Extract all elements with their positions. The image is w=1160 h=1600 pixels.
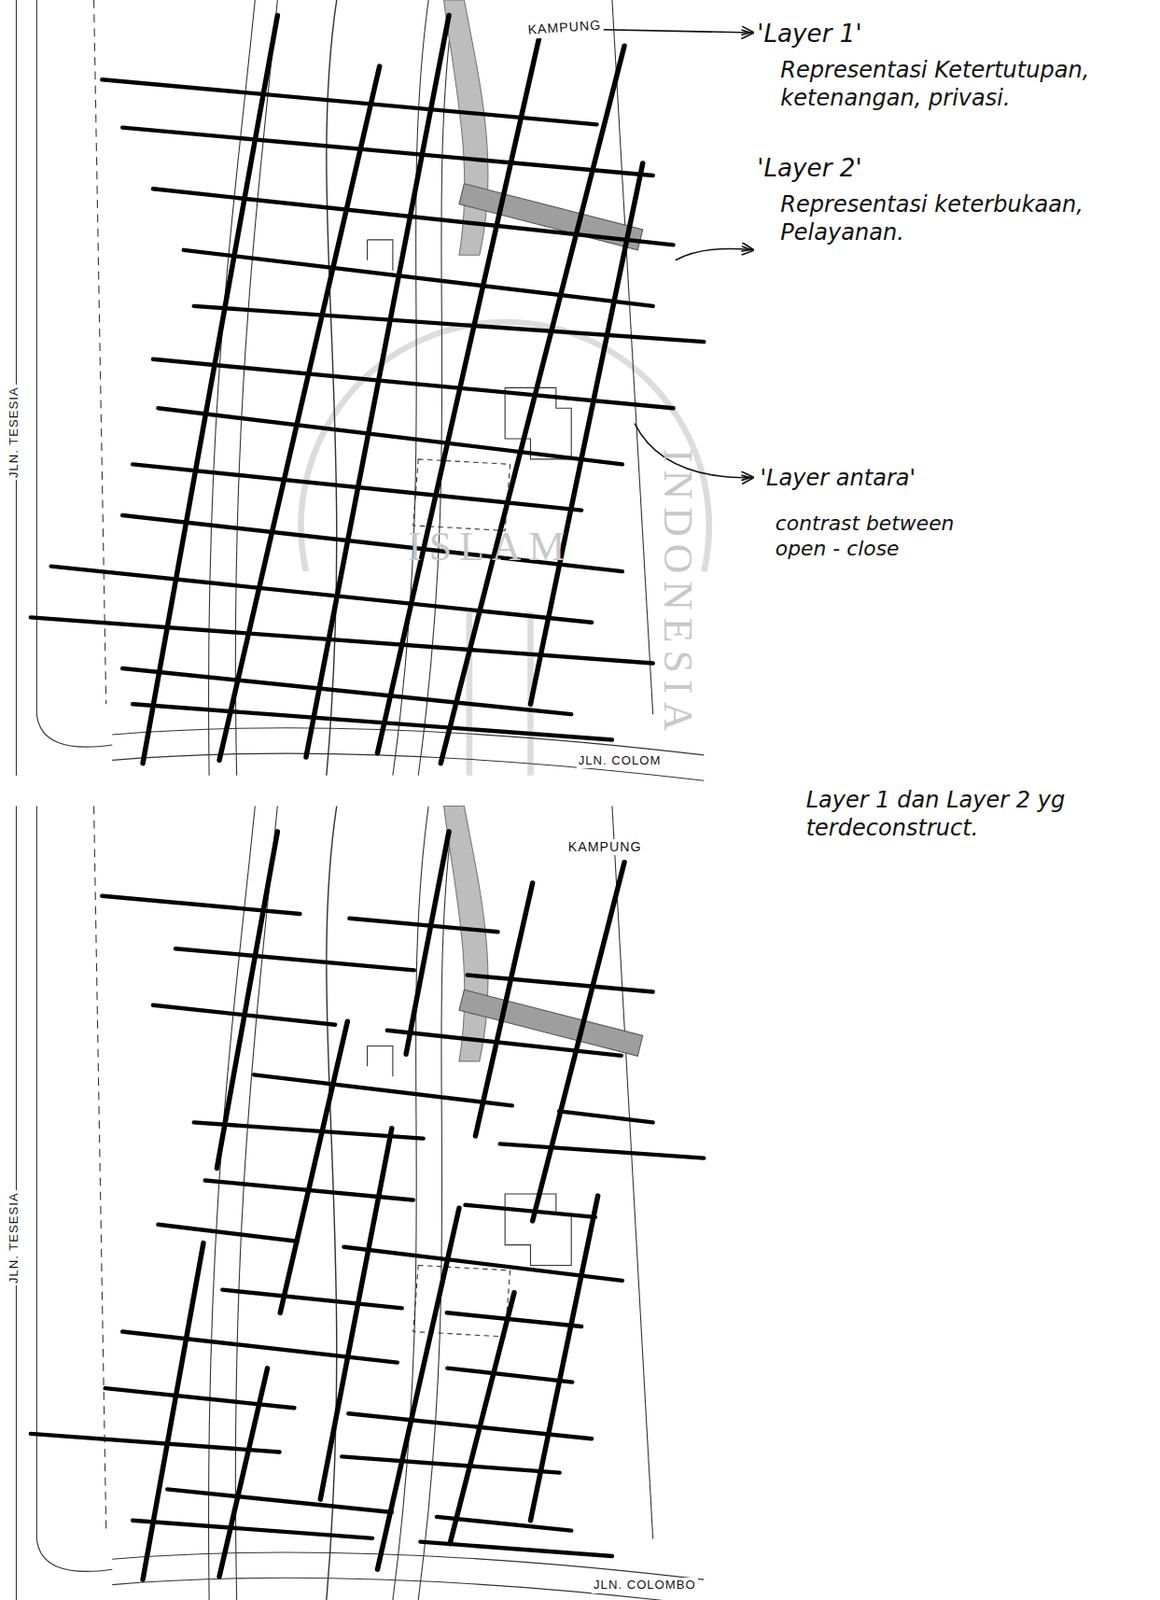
street-name: JLN. TESESIA: [6, 1190, 22, 1286]
map-label: KAMPUNG: [566, 838, 644, 856]
grid-line-segment: [405, 831, 449, 1054]
grid-line: [183, 250, 654, 307]
grid-line: [219, 66, 380, 760]
grid-line-segment: [559, 1110, 654, 1122]
layer-note: Representasi keterbukaan, Pelayanan.: [780, 190, 1148, 247]
grid-line-segment: [419, 1541, 613, 1556]
map-outline: [15, 0, 704, 781]
site-boundary: [94, 0, 107, 704]
grid-line-segment: [216, 831, 278, 1169]
grid-line-segment: [449, 1292, 515, 1544]
building: [367, 239, 393, 271]
grid-line: [122, 515, 623, 572]
site-boundary: [612, 0, 654, 714]
grid-line-segment: [465, 1204, 596, 1217]
site-boundary: [612, 806, 654, 1539]
river-bank: [209, 806, 256, 1600]
grid-line-segment: [142, 1243, 204, 1580]
grid-line-segment: [222, 1289, 402, 1309]
grid-line-segment: [341, 1455, 560, 1472]
road-edge: [111, 1551, 704, 1580]
grid-line-segment: [157, 1224, 297, 1242]
grid-line-segment: [348, 1412, 592, 1439]
grid-line-segment: [447, 1312, 582, 1327]
grid-line-segment: [194, 1121, 424, 1138]
grid-line: [132, 463, 582, 510]
site-boundary: [94, 806, 107, 1529]
map-base: [15, 0, 704, 1600]
grid-line: [30, 616, 654, 663]
building: [367, 1045, 393, 1077]
river: [326, 0, 337, 776]
layer-title: 'Layer 1': [756, 18, 863, 50]
grid-line-segment: [30, 1433, 280, 1453]
grid-line: [101, 79, 597, 125]
layer-note: contrast between open - close: [775, 510, 1010, 562]
road-edge: [36, 0, 112, 747]
street-name: JLN. TESESIA: [6, 384, 22, 480]
grid-line-segment: [175, 948, 415, 970]
grid-line: [153, 188, 674, 245]
building: [413, 1264, 511, 1337]
watermark-text: INDONESIA: [653, 448, 705, 739]
grid-line: [51, 566, 592, 623]
grid-line-segment: [349, 918, 498, 932]
map-label: KAMPUNG: [525, 16, 604, 40]
road-edge: [111, 727, 704, 755]
river: [326, 806, 337, 1600]
layer-note: Layer 1 dan Layer 2 yg terdeconstruct.: [806, 785, 1144, 842]
grid-line-segment: [153, 1005, 336, 1025]
grid-line: [194, 306, 705, 342]
grid-line-segment: [253, 1074, 513, 1105]
grid-line: [153, 359, 674, 408]
grid-line-segment: [436, 1516, 572, 1531]
grid-line-segment: [343, 1246, 622, 1281]
kampung-texture: [444, 0, 489, 255]
layer-note: Representasi Ketertutupan, ketenangan, p…: [780, 55, 1148, 112]
grid-line-segment: [475, 882, 532, 1136]
kampung-texture: [444, 806, 489, 1062]
grid-line-segment: [205, 1180, 414, 1201]
leader-arrows: [545, 28, 754, 478]
grid-line-segment: [320, 1128, 392, 1499]
grid-line-segment: [132, 1520, 373, 1538]
grid-line-segment: [377, 1207, 459, 1569]
grid-line-segment: [279, 1020, 348, 1313]
grid-line-segment: [467, 975, 654, 993]
layer-title: 'Layer 2': [756, 153, 863, 184]
grid-line-segment: [122, 1331, 398, 1363]
street-name: JLN. COLOMBO: [591, 1577, 699, 1593]
grid-line: [157, 407, 622, 464]
grid-line-segment: [101, 895, 300, 914]
grid-line-segment: [105, 1387, 295, 1408]
river-bank: [209, 0, 256, 776]
layer-title: 'Layer antara': [759, 463, 916, 492]
road-edge: [111, 753, 704, 781]
grid-line-segment: [532, 862, 625, 1221]
grid-line-segment: [387, 1030, 622, 1056]
street-name: JLN. COLOM: [576, 753, 664, 769]
layer-grid: [30, 14, 705, 1580]
grid-line-segment: [500, 1143, 705, 1158]
road-edge: [111, 1577, 704, 1600]
road-edge: [36, 806, 112, 1572]
grid-line: [132, 703, 613, 740]
grid-line-segment: [167, 1488, 392, 1512]
grid-line: [142, 14, 278, 763]
grid-line-segment: [447, 1368, 573, 1383]
map-outline: [15, 806, 704, 1600]
grid-line: [122, 127, 653, 176]
watermark-text: ISLAM: [407, 520, 573, 573]
